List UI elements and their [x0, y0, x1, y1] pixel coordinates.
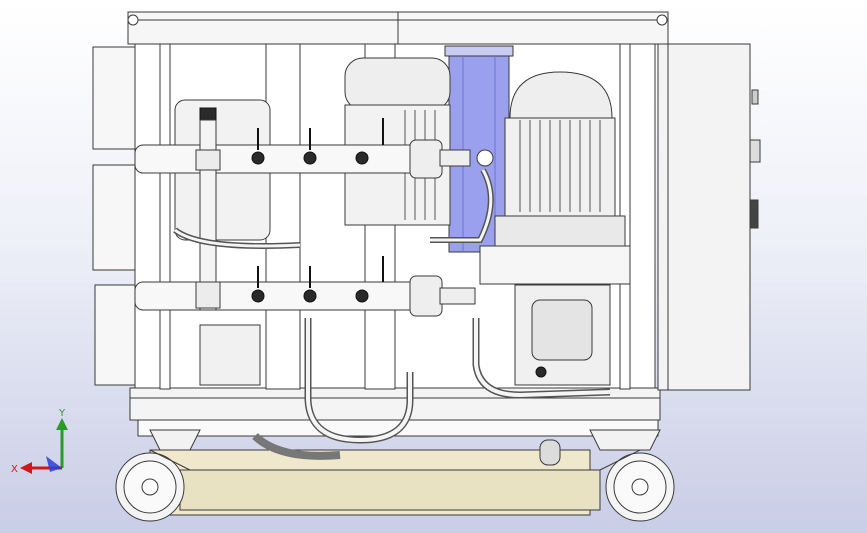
- valve-upper-3: [355, 151, 369, 165]
- valve-upper-2: [303, 151, 317, 165]
- left-panel-bottom: [94, 284, 136, 386]
- valve-lower-1: [251, 289, 265, 303]
- caster-left: [115, 429, 201, 522]
- valve-lower-3: [355, 289, 369, 303]
- left-panel-top: [92, 46, 136, 150]
- motor-right: [509, 71, 613, 119]
- y-axis-arrow-icon: [56, 418, 68, 430]
- caster-right: [589, 429, 675, 522]
- z-axis-cone-icon: [46, 456, 62, 472]
- x-axis-arrow-icon: [20, 462, 32, 474]
- x-axis-label: X: [11, 464, 18, 475]
- valve-upper-1: [251, 151, 265, 165]
- axis-triad: Y X: [11, 408, 68, 475]
- left-panel-middle: [92, 164, 136, 271]
- electrical-cabinet: [657, 43, 751, 391]
- manifold-lower: [134, 281, 436, 311]
- y-axis-label: Y: [58, 408, 66, 419]
- manifold-upper: [134, 144, 436, 174]
- motor-left: [344, 57, 451, 111]
- valve-lower-2: [303, 289, 317, 303]
